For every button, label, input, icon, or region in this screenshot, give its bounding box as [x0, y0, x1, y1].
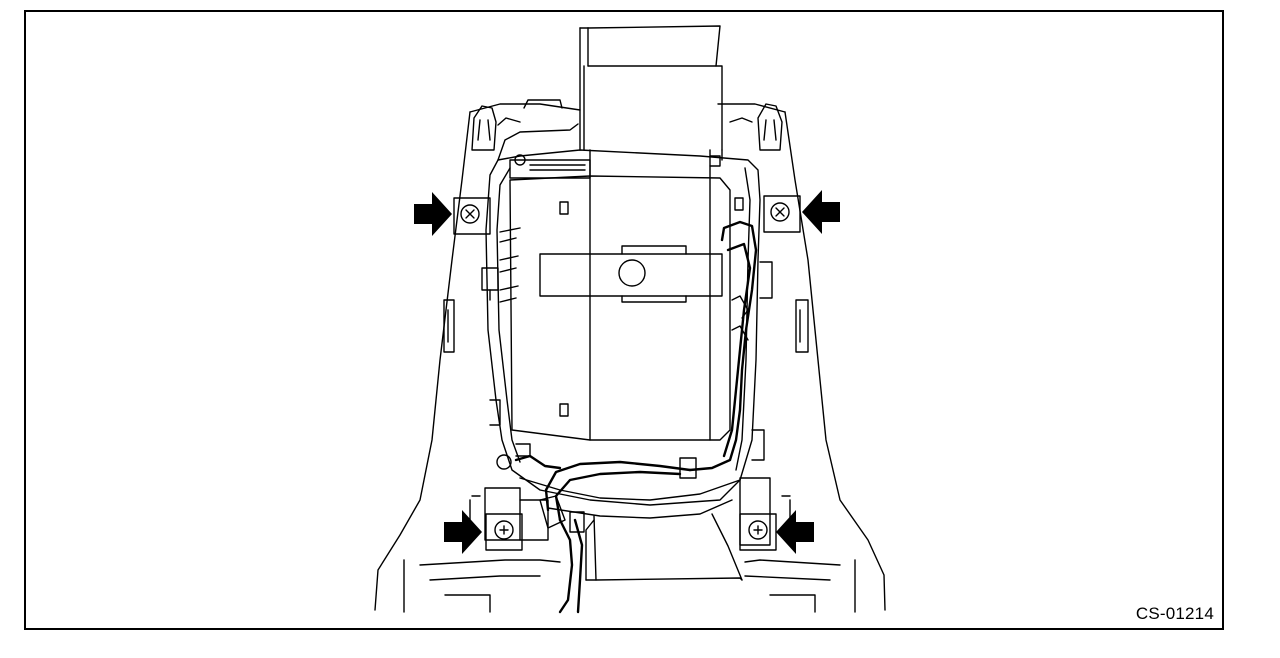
top-tab	[523, 99, 563, 109]
wiring-harness	[496, 220, 758, 614]
left-side-tabs	[443, 227, 521, 426]
figure-code-label: CS-01214	[1135, 604, 1214, 623]
module-strap	[539, 245, 723, 303]
lower-duct	[519, 477, 743, 581]
top-connector	[509, 154, 721, 179]
screw-upper-right	[763, 195, 801, 233]
control-module	[509, 149, 744, 441]
top-clip-left	[471, 105, 521, 151]
screw-upper-left	[453, 197, 491, 235]
top-clip-right	[729, 103, 783, 151]
right-side-tabs	[751, 261, 809, 461]
screw-arrow-lower-left	[444, 510, 482, 554]
upper-duct	[579, 25, 723, 161]
screw-arrow-lower-right	[776, 510, 814, 554]
screw-arrow-upper-left	[414, 192, 452, 236]
lower-mount-left	[469, 487, 549, 541]
inner-frame	[485, 123, 761, 506]
screw-lower-left	[485, 513, 523, 551]
screw-lower-right	[739, 513, 777, 551]
console-outer-housing	[374, 103, 886, 613]
figure-frame: CS-01214	[24, 10, 1224, 630]
screw-arrow-upper-right	[802, 190, 840, 234]
